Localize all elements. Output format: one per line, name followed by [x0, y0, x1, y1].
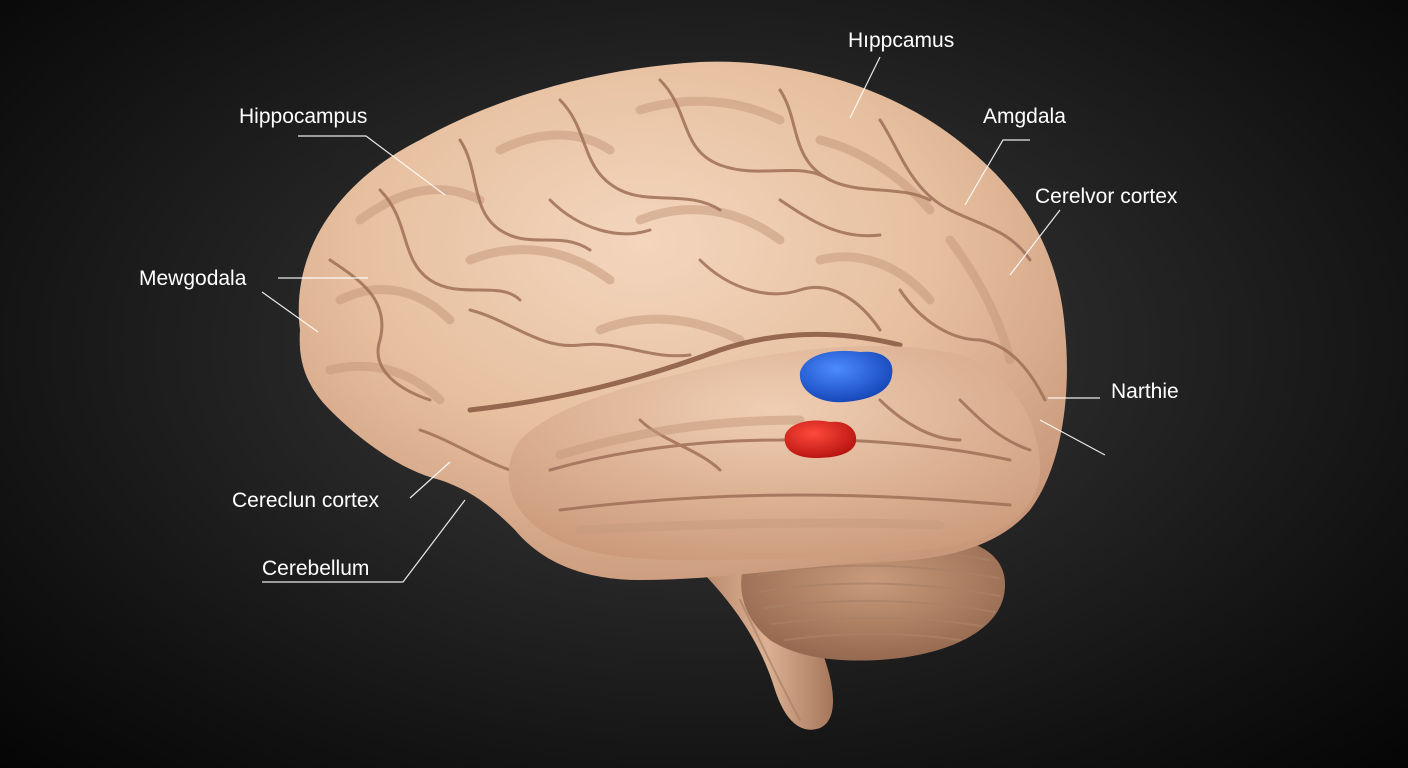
red-highlight-region: [784, 420, 857, 458]
label-hippocampus-top: Hıppcamus: [848, 29, 954, 52]
label-narthie: Narthie: [1111, 380, 1179, 403]
label-cereclun-cortex: Cereclun cortex: [232, 489, 380, 512]
label-cerebellum: Cerebellum: [262, 557, 369, 580]
label-amygdala: Amgdala: [983, 105, 1066, 128]
cerebrum: [298, 61, 1067, 580]
blue-highlight-region: [799, 350, 893, 403]
leader-lines: [261, 56, 1106, 583]
label-cerebral-cortex: Cerelvor cortex: [1035, 185, 1178, 208]
label-mewgodala: Mewgodala: [139, 267, 247, 290]
label-hippocampus-left: Hippocampus: [239, 105, 367, 128]
